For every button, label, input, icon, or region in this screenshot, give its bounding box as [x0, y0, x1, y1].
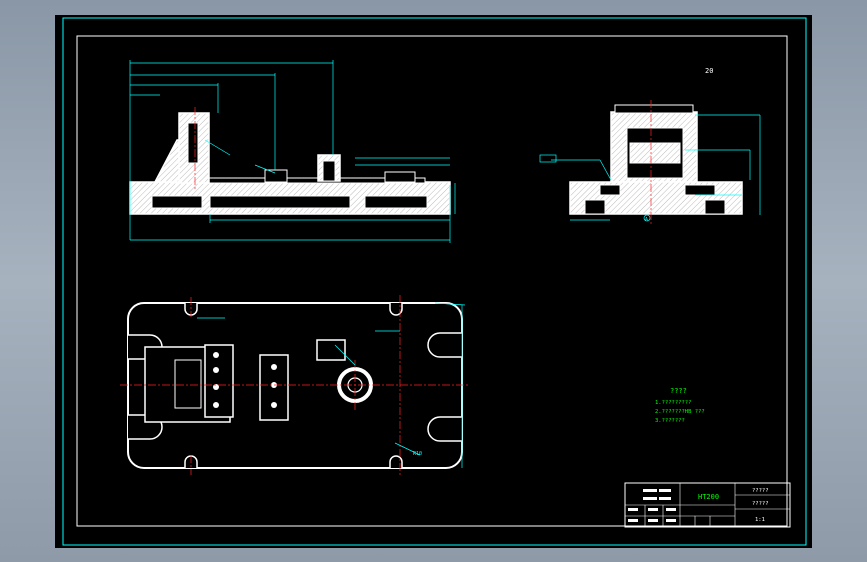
boss-outer [337, 367, 373, 403]
side-slot-left [584, 199, 606, 215]
title-scale: 1:1 [755, 517, 765, 523]
end-stop [384, 171, 416, 183]
base-slot-left [151, 195, 203, 209]
drawing-sheet: A 20 [55, 15, 812, 548]
side-view: A 20 [539, 67, 761, 225]
title-material: HT200 [698, 493, 719, 501]
title-block: HT200 ????? ????? 1:1 [624, 482, 791, 528]
roughness-mark: 20 [705, 67, 713, 75]
front-view [129, 60, 456, 243]
side-slot-right [704, 199, 726, 215]
side-foot-left [599, 184, 621, 196]
note-line-1: 1.????????? [655, 400, 691, 406]
column-bore [187, 122, 199, 164]
cad-drawing: A 20 [62, 17, 807, 546]
left-bar-holes [213, 352, 219, 408]
clamp-bore [322, 160, 336, 182]
notes-title: ???? [670, 387, 687, 395]
side-view-label: A [645, 217, 648, 223]
inner-border [76, 35, 788, 527]
outer-border [62, 17, 807, 546]
side-bore [629, 142, 681, 164]
side-dimensions [551, 114, 761, 221]
side-top-cap [614, 104, 694, 114]
plan-callout: R10 [413, 451, 422, 457]
small-pad [316, 339, 346, 361]
base-slot-middle [209, 195, 351, 209]
section-tag [539, 154, 557, 163]
title-part-name: ????? [752, 488, 769, 494]
plan-centerlines [120, 295, 470, 475]
slot-right-top [427, 332, 462, 358]
plan-dimensions [197, 302, 466, 468]
mid-block [264, 169, 288, 183]
note-line-2: 2.???????HB ??? [655, 409, 705, 415]
note-line-3: 3.??????? [655, 418, 685, 424]
view-marker [643, 214, 651, 222]
left-bar [204, 344, 234, 418]
front-dimensions [129, 60, 456, 243]
left-pocket-inner [174, 359, 202, 409]
title-drawing-no: ????? [752, 501, 769, 507]
side-foot-right [684, 184, 716, 196]
technical-notes: ???? 1.????????? 2.???????HB ??? 3.?????… [655, 387, 705, 424]
slot-right-bottom [427, 416, 462, 442]
base-slot-right [364, 195, 428, 209]
plan-view: R10 [120, 295, 470, 475]
